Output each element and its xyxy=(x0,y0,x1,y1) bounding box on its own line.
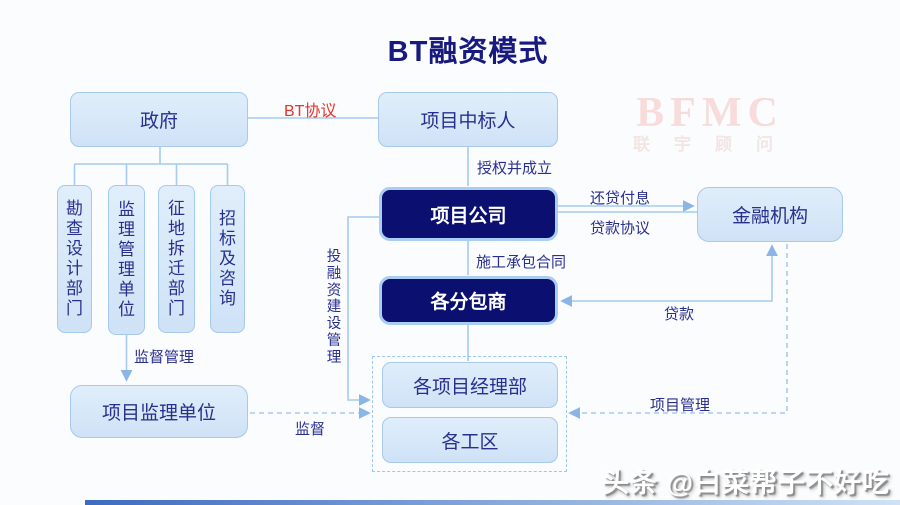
bottom-gradient-bar xyxy=(85,500,900,505)
node-project-supervision-unit: 项目监理单位 xyxy=(70,385,248,438)
node-dept-supervision-mgmt: 监理管理单位 xyxy=(108,185,145,335)
node-bid-winner-label: 项目中标人 xyxy=(420,111,516,132)
node-project-company-label: 项目公司 xyxy=(430,205,507,227)
node-work-zones: 各工区 xyxy=(382,417,558,463)
node-subcontractors-label: 各分包商 xyxy=(430,292,507,313)
watermark-bfmc: BFMC 联宇顾问 xyxy=(610,92,810,153)
label-loan: 贷款 xyxy=(664,306,695,323)
diagram-title: BT融资模式 xyxy=(387,36,549,68)
watermark-toutiao: 头条 @白菜帮子不好吃 xyxy=(602,468,890,498)
node-financial-institution: 金融机构 xyxy=(697,187,843,242)
label-supervise: 监督 xyxy=(295,421,326,438)
node-government-label: 政府 xyxy=(139,111,178,132)
node-project-supervision-unit-label: 项目监理单位 xyxy=(101,403,216,424)
label-invest-finance-build-manage: 投融资建设管理 xyxy=(326,249,342,366)
node-work-zones-label: 各工区 xyxy=(441,431,499,453)
node-dept-land-demolition-label: 征地拆迁部门 xyxy=(167,198,185,319)
label-construction-contract: 施工承包合同 xyxy=(476,254,567,271)
edge-project-manage xyxy=(568,244,788,419)
node-financial-institution-label: 金融机构 xyxy=(731,206,808,227)
node-dept-land-demolition: 征地拆迁部门 xyxy=(158,185,195,333)
node-dept-bidding-consult-label: 招标及咨询 xyxy=(218,208,236,309)
node-project-manager-dept: 各项目经理部 xyxy=(382,362,558,408)
node-project-manager-dept-label: 各项目经理部 xyxy=(412,376,527,398)
label-project-manage: 项目管理 xyxy=(650,397,711,414)
node-dept-supervision-mgmt-label: 监理管理单位 xyxy=(117,199,135,320)
watermark-bfmc-text: BFMC xyxy=(636,90,784,136)
node-dept-survey-design-label: 勘查设计部门 xyxy=(65,198,83,319)
label-supervise-manage: 监督管理 xyxy=(134,349,195,366)
node-government: 政府 xyxy=(70,92,248,147)
node-subcontractors: 各分包商 xyxy=(379,276,558,325)
node-dept-survey-design: 勘查设计部门 xyxy=(57,185,92,333)
label-authorize-establish: 授权并成立 xyxy=(477,160,553,177)
label-repay-interest: 还贷付息 xyxy=(590,190,651,207)
node-project-company: 项目公司 xyxy=(379,187,558,241)
label-bt-agreement: BT协议 xyxy=(284,103,337,120)
edge-loan xyxy=(560,244,778,307)
dashed-group-site-orgs xyxy=(372,356,567,472)
label-loan-agreement: 贷款协议 xyxy=(590,220,651,237)
node-dept-bidding-consult: 招标及咨询 xyxy=(210,185,245,333)
watermark-bfmc-subtext: 联宇顾问 xyxy=(633,135,797,154)
node-bid-winner: 项目中标人 xyxy=(378,92,558,147)
